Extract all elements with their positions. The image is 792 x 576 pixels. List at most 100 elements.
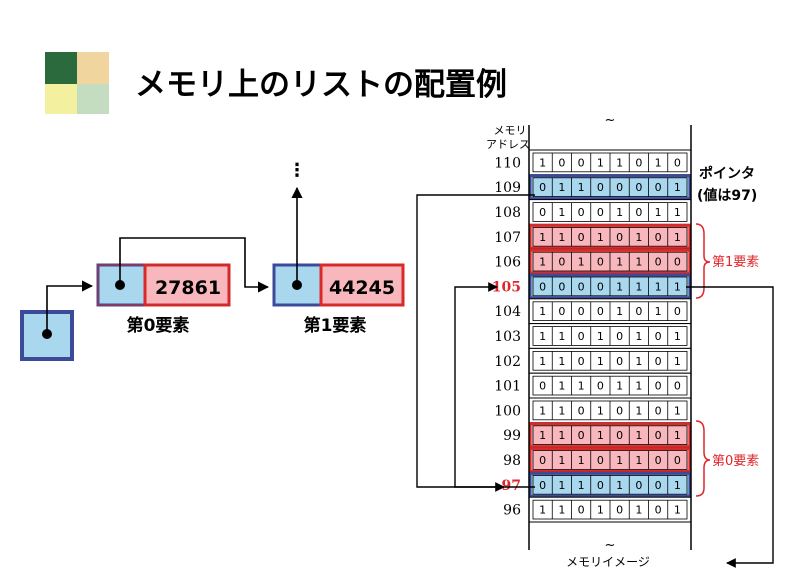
continuation-dots: ⋮ xyxy=(288,160,306,181)
memory-bit: 1 xyxy=(616,380,623,393)
memory-bit: 0 xyxy=(674,156,681,169)
memory-bit: 0 xyxy=(539,280,546,293)
memory-bit: 1 xyxy=(578,181,585,194)
memory-bit: 0 xyxy=(616,231,623,244)
memory-break-mark-top: ~ xyxy=(605,113,616,128)
list-view: 27861 第0要素 44245 第1要素 ⋮ xyxy=(20,160,405,361)
memory-bit: 0 xyxy=(597,479,604,492)
memory-bit: 1 xyxy=(539,330,546,343)
memory-bit: 0 xyxy=(655,404,662,417)
memory-bit: 1 xyxy=(635,280,642,293)
memory-bit: 0 xyxy=(578,305,585,318)
memory-bit: 0 xyxy=(597,380,604,393)
memory-bit: 1 xyxy=(635,404,642,417)
memory-bit: 1 xyxy=(616,479,623,492)
list-node-1: 44245 第1要素 xyxy=(272,263,405,336)
memory-bit: 1 xyxy=(674,181,681,194)
memory-bit: 1 xyxy=(655,305,662,318)
memory-bit: 1 xyxy=(558,429,565,442)
memory-bit: 0 xyxy=(635,479,642,492)
memory-bit: 0 xyxy=(539,380,546,393)
memory-bit: 1 xyxy=(616,305,623,318)
memory-bit: 1 xyxy=(635,330,642,343)
memory-bit: 1 xyxy=(655,206,662,219)
memory-bit: 1 xyxy=(674,231,681,244)
memory-bit: 1 xyxy=(578,256,585,269)
memory-bit: 0 xyxy=(597,206,604,219)
memory-bit: 1 xyxy=(539,429,546,442)
memory-bit: 0 xyxy=(539,479,546,492)
memory-address: 103 xyxy=(494,329,521,345)
memory-bit: 0 xyxy=(578,504,585,517)
memory-bit: 0 xyxy=(578,330,585,343)
memory-bit: 1 xyxy=(635,355,642,368)
memory-bit: 0 xyxy=(597,256,604,269)
memory-bit: 0 xyxy=(674,256,681,269)
memory-bit: 1 xyxy=(539,404,546,417)
memory-bit: 0 xyxy=(635,206,642,219)
memory-bit: 1 xyxy=(616,156,623,169)
memory-bit: 0 xyxy=(655,454,662,467)
memory-address: 105 xyxy=(492,279,521,295)
node-1-label: 第1要素 xyxy=(304,315,367,336)
memory-bit: 1 xyxy=(635,231,642,244)
memory-bit: 1 xyxy=(597,429,604,442)
memory-bit: 1 xyxy=(578,380,585,393)
node-1-data xyxy=(319,263,405,307)
element0-annotation: 第0要素 xyxy=(712,454,759,469)
logo-icon xyxy=(45,52,109,114)
memory-bit: 1 xyxy=(558,404,565,417)
memory-bit: 1 xyxy=(616,206,623,219)
memory-bit: 0 xyxy=(578,429,585,442)
memory-bit: 0 xyxy=(674,305,681,318)
memory-bit: 1 xyxy=(558,206,565,219)
memory-bit: 1 xyxy=(597,504,604,517)
node-1-value: 44245 xyxy=(329,277,395,299)
memory-bit: 1 xyxy=(597,156,604,169)
memory-bit: 0 xyxy=(635,156,642,169)
memory-bit: 1 xyxy=(558,504,565,517)
memory-address: 107 xyxy=(494,230,521,246)
memory-footer: メモリイメージ xyxy=(566,555,650,569)
memory-bit: 0 xyxy=(558,256,565,269)
memory-bit: 0 xyxy=(578,206,585,219)
memory-bit: 1 xyxy=(558,454,565,467)
memory-bit: 0 xyxy=(655,380,662,393)
memory-address: 100 xyxy=(494,403,521,419)
memory-bit: 1 xyxy=(635,429,642,442)
memory-bit: 1 xyxy=(674,355,681,368)
memory-bit: 1 xyxy=(539,355,546,368)
memory-bit: 1 xyxy=(597,330,604,343)
arrow-105-next xyxy=(686,286,774,568)
memory-bit: 1 xyxy=(558,181,565,194)
memory-bit: 1 xyxy=(597,355,604,368)
memory-address: 106 xyxy=(494,255,521,271)
memory-bit: 1 xyxy=(539,156,546,169)
memory-address: 102 xyxy=(494,354,521,370)
memory-bit: 1 xyxy=(674,206,681,219)
memory-bit: 1 xyxy=(558,231,565,244)
memory-address: 96 xyxy=(503,503,521,519)
memory-bit: 0 xyxy=(558,280,565,293)
memory-bit: 0 xyxy=(616,429,623,442)
memory-bit: 1 xyxy=(616,454,623,467)
memory-bit: 0 xyxy=(539,181,546,194)
memory-bit: 0 xyxy=(558,156,565,169)
memory-bit: 0 xyxy=(635,181,642,194)
memory-bit: 0 xyxy=(539,454,546,467)
memory-address: 101 xyxy=(494,379,521,395)
memory-bit: 1 xyxy=(674,404,681,417)
memory-bit: 1 xyxy=(674,479,681,492)
memory-bit: 0 xyxy=(655,355,662,368)
memory-address: 98 xyxy=(503,453,521,469)
memory-bit: 1 xyxy=(578,479,585,492)
